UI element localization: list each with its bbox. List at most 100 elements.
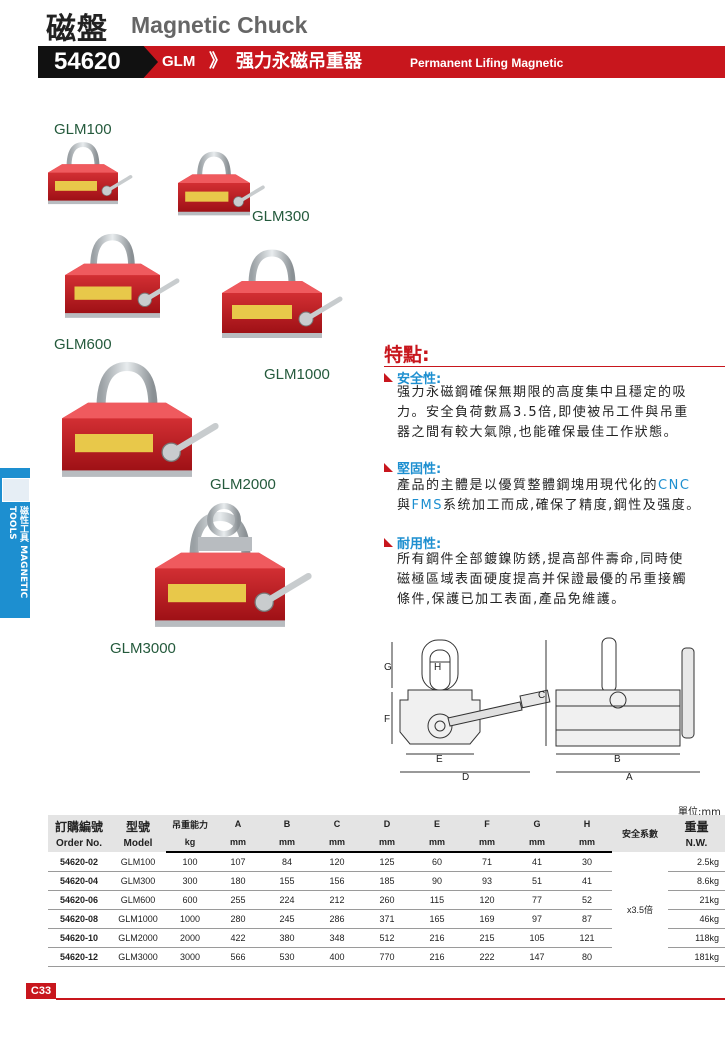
series-label: GLM <box>162 53 196 70</box>
glm2000-photo <box>62 366 215 477</box>
table-row: 54620-04 GLM300 300 180 155 156 185 90 9… <box>48 871 725 891</box>
unit-mm: mm <box>562 833 612 853</box>
product-label-glm1000: GLM1000 <box>264 366 330 383</box>
col-safety: 安全系數 <box>612 815 668 852</box>
col-e: E <box>412 815 462 833</box>
dim-f: 71 <box>462 852 512 872</box>
dim-c: 156 <box>312 871 362 891</box>
dim-d: 260 <box>362 890 412 910</box>
capacity: 3000 <box>166 947 214 967</box>
dim-b: 530 <box>262 947 312 967</box>
net-weight: 2.5kg <box>668 852 725 872</box>
dim-f: 169 <box>462 909 512 929</box>
dim-h: 41 <box>562 871 612 891</box>
dim-a: 422 <box>214 928 262 948</box>
feature-durability-title: 堅固性: <box>397 462 442 477</box>
bullet-triangle-icon <box>384 373 393 382</box>
dim-f: 215 <box>462 928 512 948</box>
table-row: 54620-12 GLM3000 3000 566 530 400 770 21… <box>48 947 725 967</box>
table-row: 54620-02 GLM100 100 107 84 120 125 60 71… <box>48 852 725 967</box>
order-no: 54620-10 <box>48 928 110 948</box>
dim-a: 180 <box>214 871 262 891</box>
dim-h: 87 <box>562 909 612 929</box>
dim-h: 52 <box>562 890 612 910</box>
dim-d: 371 <box>362 909 412 929</box>
dimension-drawing: H G F E D C B A <box>384 637 700 783</box>
footer-rule <box>56 998 725 1000</box>
glm100-photo <box>48 145 131 205</box>
page-title-cn: 磁盤 <box>46 12 108 47</box>
dim-e: 60 <box>412 852 462 872</box>
feature-longevity-line-3: 條件,保護已加工表面,產品免維護。 <box>397 592 626 607</box>
model: GLM3000 <box>110 947 166 967</box>
table-row: 54620-10 GLM2000 2000 422 380 348 512 21… <box>48 928 725 948</box>
model: GLM1000 <box>110 909 166 929</box>
capacity: 300 <box>166 871 214 891</box>
unit-mm: mm <box>362 833 412 853</box>
subtitle-en: Permanent Lifing Magnetic <box>410 56 564 70</box>
dim-g: 41 <box>512 852 562 872</box>
product-label-glm2000: GLM2000 <box>210 476 276 493</box>
side-tab-label: 磁性工具 MAGNETIC TOOLS <box>7 506 28 599</box>
safety-factor: x3.5倍 <box>612 852 668 967</box>
dim-b: 380 <box>262 928 312 948</box>
page-number: C33 <box>26 983 56 999</box>
product-label-glm100: GLM100 <box>54 121 112 138</box>
capacity: 1000 <box>166 909 214 929</box>
dim-f: 93 <box>462 871 512 891</box>
product-label-glm600: GLM600 <box>54 336 112 353</box>
features-divider <box>384 366 725 367</box>
dim-label-f: F <box>384 714 390 725</box>
unit-mm: mm <box>512 833 562 853</box>
capacity: 100 <box>166 852 214 872</box>
model: GLM2000 <box>110 928 166 948</box>
glm300-photo <box>178 154 263 215</box>
dim-f: 222 <box>462 947 512 967</box>
net-weight: 118kg <box>668 928 725 948</box>
dim-label-b: B <box>614 754 621 765</box>
dim-d: 185 <box>362 871 412 891</box>
table-row: 54620-06 GLM600 600 255 224 212 260 115 … <box>48 890 725 910</box>
feature-longevity-line-2: 磁極區域表面硬度提高并保證最優的吊重接觸 <box>397 572 688 587</box>
dim-c: 400 <box>312 947 362 967</box>
net-weight: 46kg <box>668 909 725 929</box>
model: GLM300 <box>110 871 166 891</box>
dim-c: 212 <box>312 890 362 910</box>
feature-safety-line-1: 强力永磁鋼確保無期限的高度集中且穩定的吸 <box>397 385 688 400</box>
dim-c: 286 <box>312 909 362 929</box>
order-no: 54620-08 <box>48 909 110 929</box>
order-no: 54620-06 <box>48 890 110 910</box>
dim-e: 115 <box>412 890 462 910</box>
col-g: G <box>512 815 562 833</box>
feature-safety-title: 安全性: <box>397 372 442 387</box>
col-b: B <box>262 815 312 833</box>
dim-a: 566 <box>214 947 262 967</box>
dim-e: 216 <box>412 947 462 967</box>
dim-label-d: D <box>462 772 469 783</box>
dim-label-g: G <box>384 662 392 673</box>
unit-mm: mm <box>262 833 312 853</box>
dim-c: 348 <box>312 928 362 948</box>
capacity: 2000 <box>166 928 214 948</box>
dim-label-a: A <box>626 772 633 783</box>
dim-label-h: H <box>434 662 441 673</box>
header-row-2: kg mm mm mm mm mm mm mm mm <box>48 833 725 853</box>
dim-e: 216 <box>412 928 462 948</box>
dim-h: 121 <box>562 928 612 948</box>
unit-mm: mm <box>412 833 462 853</box>
unit-mm: mm <box>462 833 512 853</box>
dim-g: 51 <box>512 871 562 891</box>
magnetic-tools-thumbnail <box>2 478 30 502</box>
dim-label-e: E <box>436 754 443 765</box>
table-row: 54620-08 GLM1000 1000 280 245 286 371 16… <box>48 909 725 929</box>
feature-longevity-title: 耐用性: <box>397 537 442 552</box>
dim-a: 280 <box>214 909 262 929</box>
col-a: A <box>214 815 262 833</box>
glm3000-photo <box>155 503 308 627</box>
dim-a: 107 <box>214 852 262 872</box>
product-code: 54620 <box>38 46 158 78</box>
col-c: C <box>312 815 362 833</box>
